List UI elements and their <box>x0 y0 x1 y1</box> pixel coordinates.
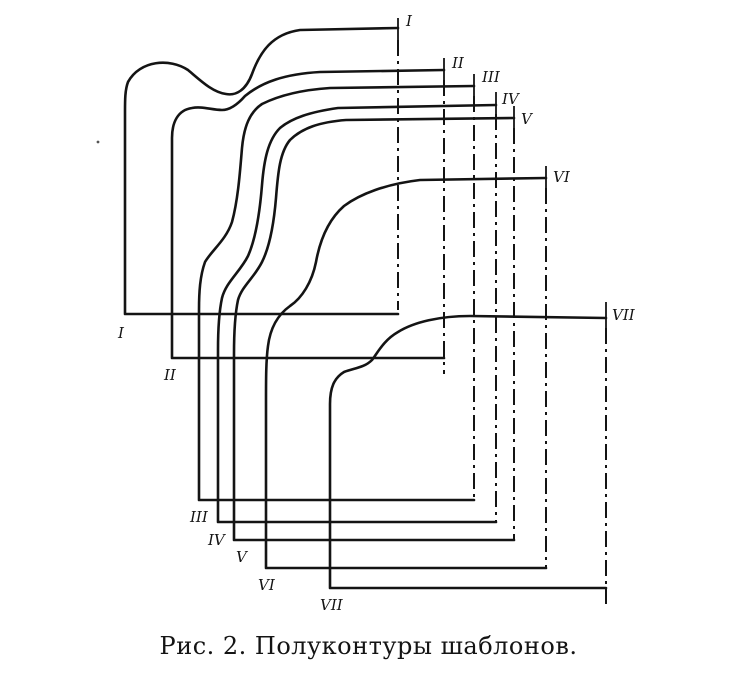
top-label-VII: VII <box>612 306 636 324</box>
bottom-label-VII: VII <box>320 596 344 614</box>
bottom-label-I: I <box>117 324 125 342</box>
template-contour-II: II II <box>163 54 465 384</box>
contour-line-V <box>232 116 516 542</box>
stray-print-dot <box>96 140 100 144</box>
top-label-VI: VI <box>553 168 571 186</box>
bottom-label-II: II <box>163 366 177 384</box>
template-contour-IV: IV IV <box>207 90 521 549</box>
contour-line-II <box>170 68 446 360</box>
template-contour-VI: VI VI <box>258 166 571 594</box>
figure-caption: Рис. 2. Полуконтуры шаблонов. <box>159 632 578 660</box>
top-label-I: I <box>405 12 413 30</box>
top-label-II: II <box>451 54 465 72</box>
top-label-III: III <box>481 68 501 86</box>
bottom-label-IV: IV <box>207 531 227 549</box>
template-contour-I: I I <box>117 12 413 342</box>
bottom-label-V: V <box>236 548 249 566</box>
template-contour-V: V V <box>232 106 534 566</box>
contour-line-I <box>123 26 400 316</box>
top-label-IV: IV <box>501 90 521 108</box>
top-label-V: V <box>521 110 534 128</box>
contour-line-IV <box>216 103 498 524</box>
contour-line-VII <box>328 314 608 590</box>
bottom-label-III: III <box>189 508 209 526</box>
template-contour-VII: VII VII <box>320 302 636 614</box>
contour-line-VI <box>264 176 548 570</box>
bottom-label-VI: VI <box>258 576 276 594</box>
contour-line-III <box>197 84 476 502</box>
template-contour-III: III III <box>189 68 501 526</box>
